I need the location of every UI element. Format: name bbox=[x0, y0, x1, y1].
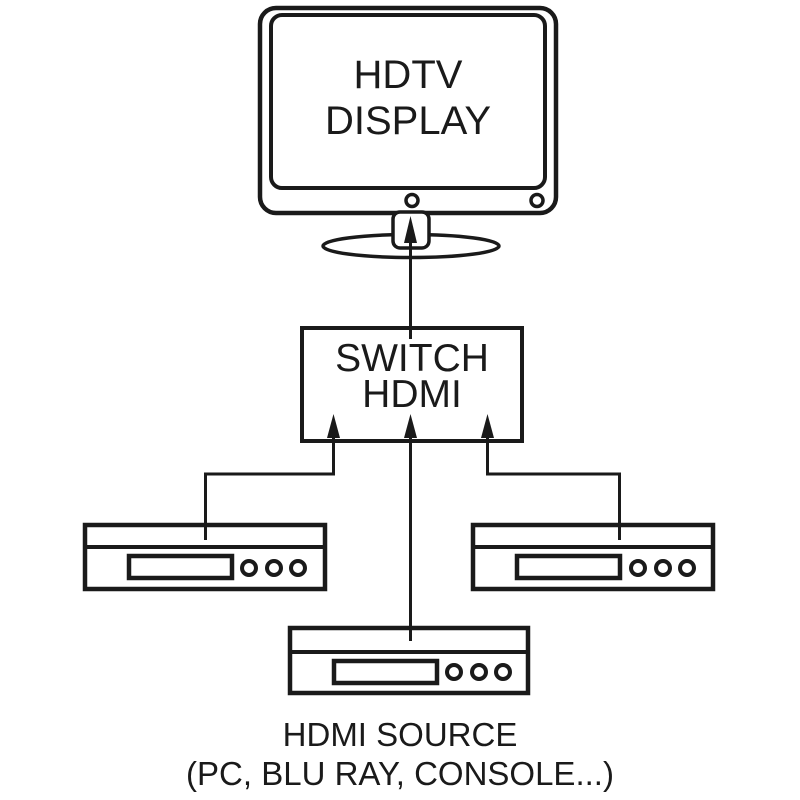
hdtv-display-label: HDTV DISPLAY bbox=[271, 52, 545, 144]
device-button-icon bbox=[445, 663, 463, 681]
device-button-icon bbox=[470, 663, 488, 681]
device-button-icon bbox=[240, 559, 258, 577]
device-display-window bbox=[514, 553, 623, 581]
connector-switch-to-display bbox=[404, 216, 417, 339]
hdmi-source-caption: HDMI SOURCE (PC, BLU RAY, CONSOLE...) bbox=[100, 715, 700, 793]
monitor-bezel-center-dot-icon bbox=[404, 192, 420, 209]
arrowhead-up-icon bbox=[481, 414, 494, 438]
hdmi-source-caption-line1: HDMI SOURCE bbox=[282, 716, 518, 753]
device-button-icon bbox=[629, 559, 647, 577]
arrowhead-up-icon bbox=[404, 414, 417, 438]
device-display-window bbox=[331, 658, 440, 686]
hdtv-display-label-line2: DISPLAY bbox=[325, 99, 491, 143]
device-button-icon bbox=[265, 559, 283, 577]
arrowhead-up-icon bbox=[404, 216, 417, 243]
connector-left-source-to-switch bbox=[204, 414, 340, 540]
switch-hdmi-label: SWITCH HDMI bbox=[302, 337, 522, 416]
device-button-icon bbox=[678, 559, 696, 577]
hdtv-display-label-line1: HDTV bbox=[353, 53, 463, 97]
switch-hdmi-label-line2: HDMI bbox=[362, 373, 462, 416]
switch-hdmi-label-line1: SWITCH bbox=[335, 337, 489, 380]
device-display-window bbox=[126, 553, 235, 581]
device-button-icon bbox=[654, 559, 672, 577]
hdtv-monitor-icon bbox=[257, 5, 559, 260]
device-button-icon bbox=[494, 663, 512, 681]
connector-right-source-to-switch bbox=[481, 414, 621, 540]
device-button-icon bbox=[289, 559, 307, 577]
hdmi-source-caption-line2: (PC, BLU RAY, CONSOLE...) bbox=[186, 755, 614, 792]
monitor-screen bbox=[269, 13, 547, 190]
arrowhead-up-icon bbox=[327, 414, 340, 438]
connector-center-source-to-switch bbox=[404, 414, 417, 641]
media-player-icon-right bbox=[470, 522, 716, 592]
monitor-bezel-right-dot-icon bbox=[529, 192, 545, 209]
